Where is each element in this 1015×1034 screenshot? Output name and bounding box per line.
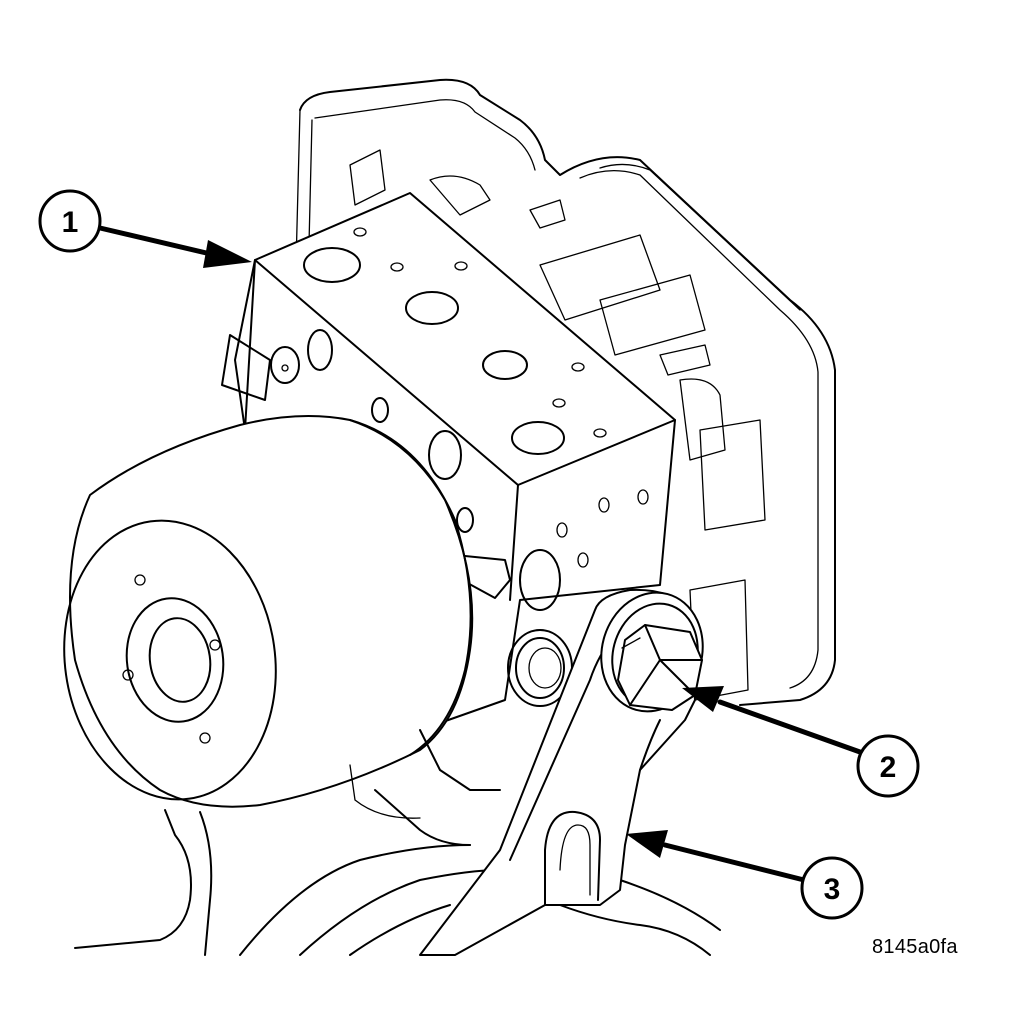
lower-support-structure bbox=[74, 729, 721, 956]
arrow-2-head bbox=[682, 686, 724, 712]
figure-code: 8145a0fa bbox=[872, 936, 958, 958]
callout-1-label: 1 bbox=[62, 206, 79, 239]
callout-2: 2 bbox=[856, 734, 920, 798]
leader-arrows bbox=[97, 225, 863, 883]
pump-motor bbox=[63, 415, 474, 819]
callout-2-label: 2 bbox=[880, 751, 897, 784]
callout-3: 3 bbox=[800, 856, 864, 920]
mounting-bolt bbox=[600, 591, 704, 713]
callout-3-label: 3 bbox=[824, 873, 841, 906]
arrow-3-head bbox=[626, 830, 668, 858]
callout-1: 1 bbox=[38, 189, 102, 253]
arrow-1-head bbox=[203, 240, 252, 268]
